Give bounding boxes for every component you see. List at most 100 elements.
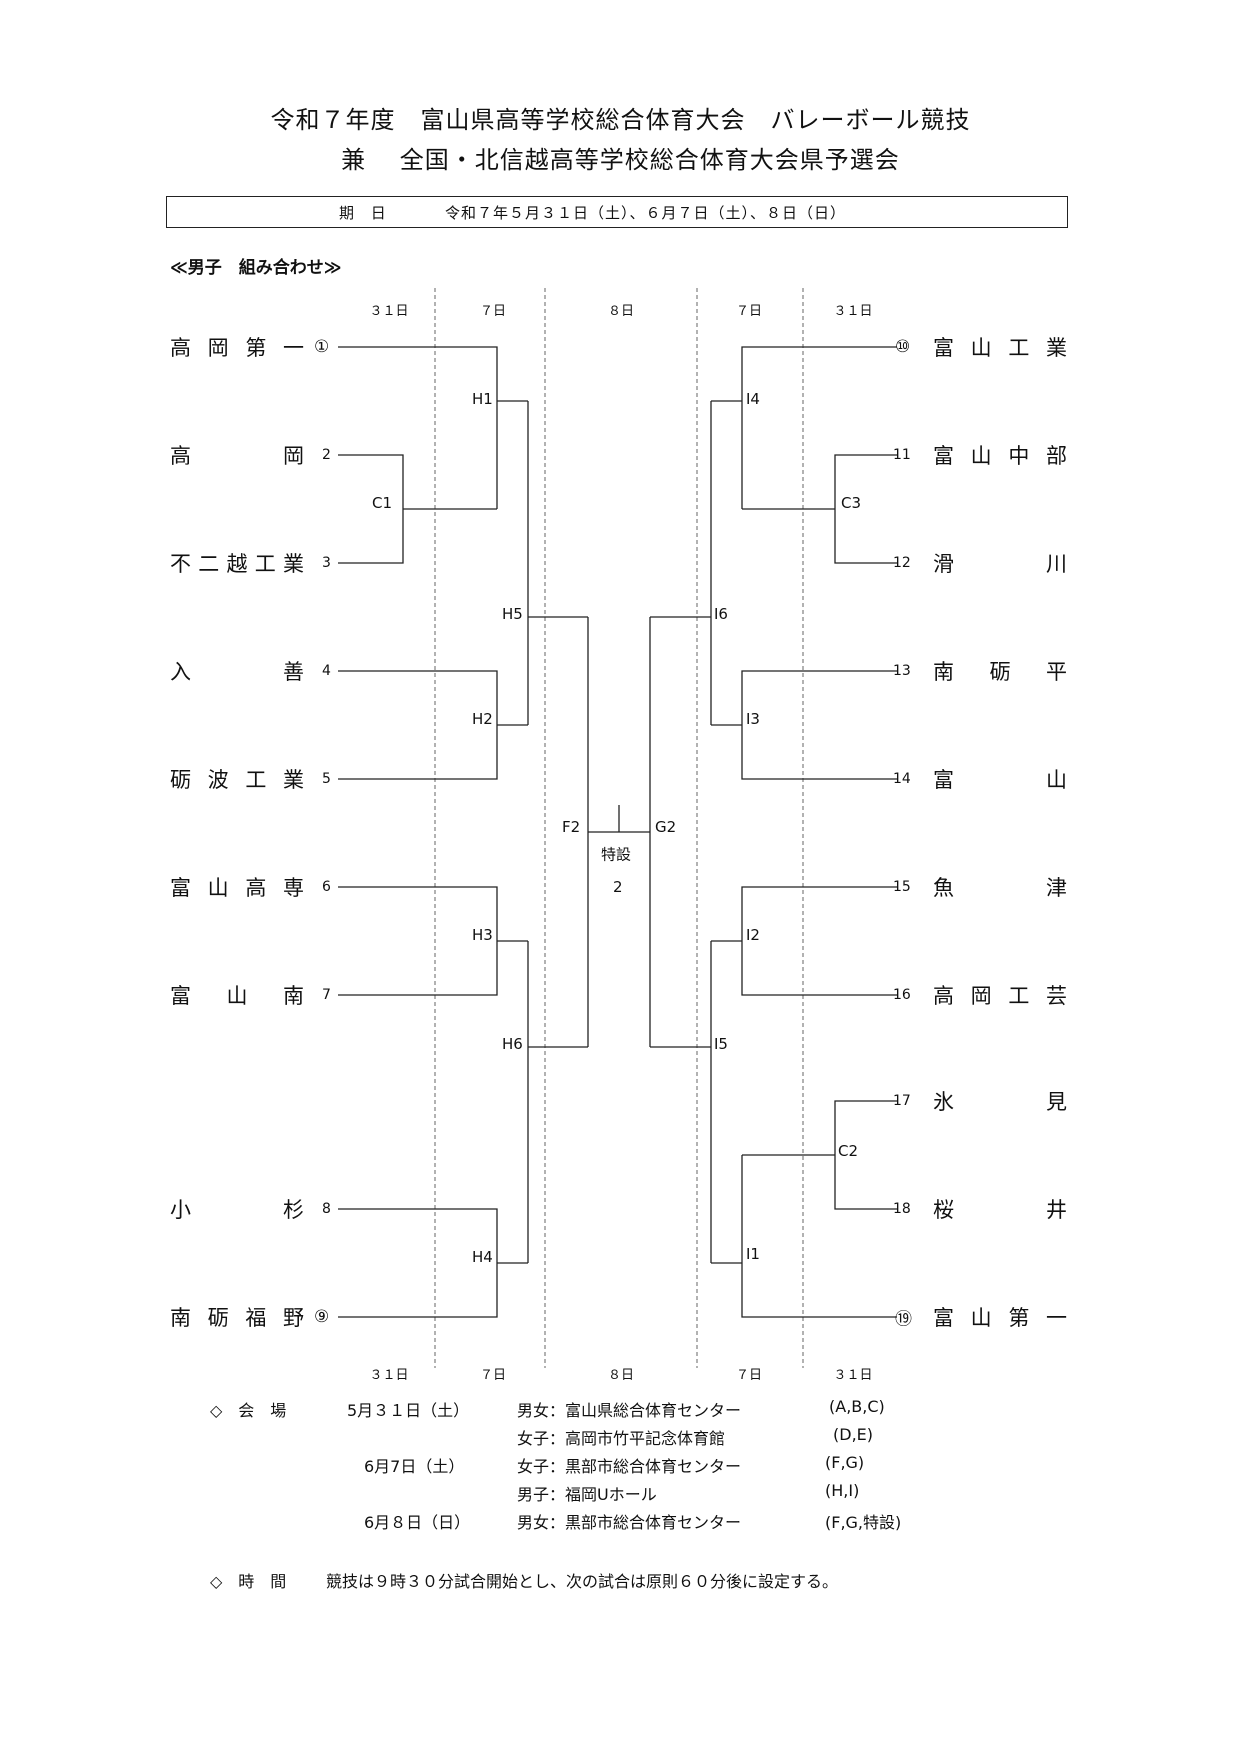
match-i4: I4: [746, 390, 760, 408]
match-h5: H5: [502, 605, 523, 623]
seed-right-13: 13: [893, 663, 911, 679]
team-right-11: 富 山 中 部: [933, 444, 1067, 468]
venue-courts-1: (A,B,C): [829, 1397, 885, 1416]
col-label-31-left: ３１日: [369, 304, 409, 319]
final-court-number: 2: [613, 878, 623, 896]
match-f2: F2: [562, 818, 581, 836]
match-h2: H2: [472, 710, 493, 728]
team-left-9: 南 砺 福 野: [170, 1306, 304, 1330]
seed-right-18: 18: [893, 1201, 911, 1217]
match-i6: I6: [714, 605, 728, 623]
seed-right-14: 14: [893, 771, 911, 787]
line-i5: [650, 941, 712, 1263]
seed-right-12: 12: [893, 555, 911, 571]
seed-left-1: ①: [314, 337, 330, 357]
line-c2: [742, 1100, 897, 1210]
line-f2: [587, 617, 619, 1047]
match-i5: I5: [714, 1035, 728, 1053]
line-c3: [742, 454, 897, 564]
seed-left-3: 3: [322, 555, 331, 571]
seed-right-15: 15: [893, 879, 911, 895]
col-label-8-bottom: ８日: [607, 1368, 635, 1383]
seed-left-4: 4: [322, 663, 331, 679]
line-h4: [338, 1208, 528, 1318]
final-court: 特設: [601, 845, 632, 864]
team-right-17: 氷 見: [933, 1090, 1067, 1114]
team-left-4: 入 善: [170, 660, 304, 684]
venue-detail-3: 女子：黒部市総合体育センター: [517, 1457, 742, 1476]
line-h3: [338, 886, 528, 996]
venue-date-5: 6月８日（日）: [364, 1513, 471, 1532]
venue-label: ◇ 会 場: [210, 1401, 287, 1420]
team-left-8: 小 杉: [170, 1198, 304, 1222]
venue-detail-4: 男子：福岡Uホール: [517, 1485, 657, 1504]
col-label-8: ８日: [607, 304, 635, 319]
line-i1: [711, 1155, 897, 1318]
col-label-31-right: ３１日: [833, 304, 873, 319]
team-left-2: 高 岡: [170, 444, 304, 468]
team-left-3: 不 二 越 工 業: [170, 552, 304, 576]
team-left-7: 富 山 南: [170, 984, 304, 1008]
date-value: 令和７年５月３１日（土）、６月７日（土）、８日（日）: [445, 204, 847, 222]
line-h6: [527, 941, 588, 1263]
seed-left-9: ⑨: [314, 1307, 330, 1327]
team-right-19: 富 山 第 一: [933, 1306, 1067, 1330]
line-h2: [338, 670, 528, 780]
col-label-7-right: ７日: [735, 304, 763, 319]
line-h1: [338, 346, 528, 509]
venue-date-3: 6月7日（土）: [364, 1457, 465, 1476]
col-label-7-right-bottom: ７日: [735, 1368, 763, 1383]
venue-detail-1: 男女：富山県総合体育センター: [517, 1401, 742, 1420]
seed-right-19: ⑲: [895, 1309, 912, 1330]
match-i2: I2: [746, 926, 760, 944]
team-right-18: 桜 井: [933, 1198, 1067, 1222]
date-label: 期 日: [339, 204, 387, 222]
seed-right-11: 11: [893, 447, 911, 463]
team-left-6: 富 山 高 専: [170, 876, 304, 900]
seed-right-17: 17: [893, 1093, 911, 1109]
venue-detail-5: 男女：黒部市総合体育センター: [517, 1513, 742, 1532]
title-line-2: 兼 全国・北信越高等学校総合体育大会県予選会: [341, 146, 900, 174]
venue-date-1: 5月３１日（土）: [347, 1401, 470, 1420]
venue-courts-4: (H,I): [825, 1481, 860, 1500]
seed-right-10: ⑩: [895, 337, 911, 357]
team-right-12: 滑 川: [933, 552, 1067, 576]
venue-detail-2: 女子：高岡市竹平記念体育館: [517, 1429, 726, 1448]
match-c1: C1: [372, 494, 393, 512]
line-c1: [338, 454, 497, 564]
team-right-13: 南 砺 平: [933, 660, 1067, 684]
section-title: ≪男子 組み合わせ≫: [170, 258, 342, 278]
seed-right-16: 16: [893, 987, 911, 1003]
team-right-10: 富 山 工 業: [933, 336, 1067, 360]
team-left-1: 高 岡 第 一: [170, 336, 304, 360]
col-label-31-left-bottom: ３１日: [369, 1368, 409, 1383]
seed-left-8: 8: [322, 1201, 331, 1217]
line-i2: [711, 886, 897, 996]
match-c3: C3: [841, 494, 862, 512]
team-right-15: 魚 津: [933, 876, 1067, 900]
line-i4: [711, 346, 897, 509]
team-left-5: 砺 波 工 業: [170, 768, 304, 792]
col-label-7-left-bottom: ７日: [479, 1368, 507, 1383]
team-right-16: 高 岡 工 芸: [933, 984, 1067, 1008]
match-h3: H3: [472, 926, 493, 944]
title-line-1: 令和７年度 富山県高等学校総合体育大会 バレーボール競技: [270, 106, 971, 134]
venue-courts-3: (F,G): [825, 1453, 865, 1472]
time-label: ◇ 時 間: [210, 1572, 287, 1591]
match-h6: H6: [502, 1035, 523, 1053]
match-g2: G2: [655, 818, 677, 836]
seed-left-2: 2: [322, 447, 331, 463]
seed-left-7: 7: [322, 987, 331, 1003]
line-i3: [711, 670, 897, 780]
match-i1: I1: [746, 1245, 760, 1263]
line-i6: [650, 401, 712, 725]
match-c2: C2: [838, 1142, 859, 1160]
line-g2: [619, 617, 651, 1047]
date-box: 期 日 令和７年５月３１日（土）、６月７日（土）、８日（日）: [166, 196, 1068, 228]
team-right-14: 富 山: [933, 768, 1067, 792]
venue-courts-2: (D,E): [833, 1425, 873, 1444]
match-h1: H1: [472, 390, 493, 408]
line-h5: [527, 401, 588, 725]
venue-courts-5: (F,G,特設): [825, 1513, 902, 1532]
